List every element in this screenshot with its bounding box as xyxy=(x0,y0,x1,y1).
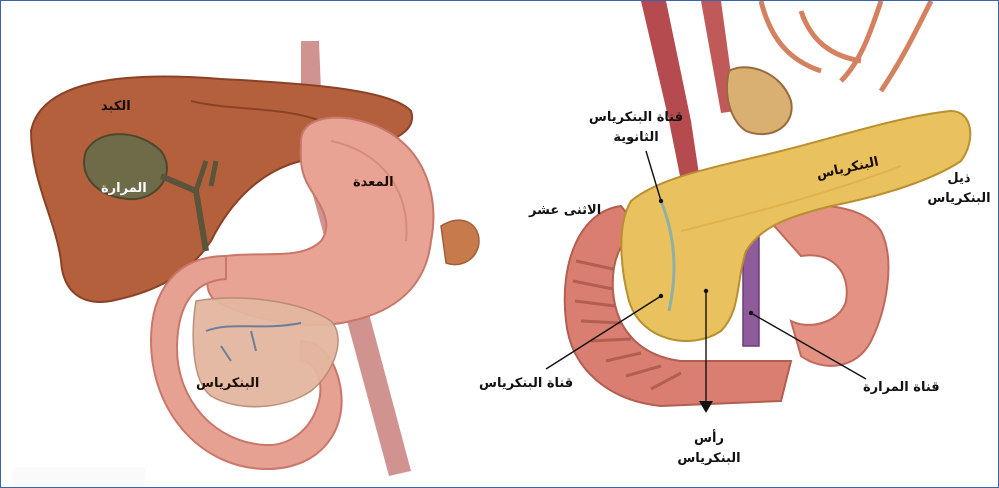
jejunum xyxy=(761,205,888,366)
label-pancreatic-duct: قناة البنكرياس xyxy=(479,374,573,394)
label-duodenum: الاثنى عشر xyxy=(529,201,601,221)
label-tail-line1: ذيل xyxy=(919,169,999,189)
label-head-line2: البنكرياس xyxy=(659,449,759,469)
label-tail: ذيل البنكرياس xyxy=(919,169,999,209)
label-pancreas-left: البنكرياس xyxy=(196,374,259,394)
label-accessory-duct-line2: الثانوية xyxy=(576,128,696,148)
label-liver: الكبد xyxy=(101,97,131,117)
label-accessory-duct: قناة البنكرياس الثانوية xyxy=(576,108,696,148)
label-accessory-duct-line1: قناة البنكرياس xyxy=(576,108,696,128)
label-gallbladder: المرارة xyxy=(101,179,147,199)
label-stomach: المعدة xyxy=(353,173,394,193)
label-head-line1: رأس xyxy=(659,429,759,449)
label-bile-duct: قناة المرارة xyxy=(863,378,940,398)
label-head: رأس البنكرياس xyxy=(659,429,759,469)
label-tail-line2: البنكرياس xyxy=(919,189,999,209)
spleen xyxy=(441,220,479,264)
